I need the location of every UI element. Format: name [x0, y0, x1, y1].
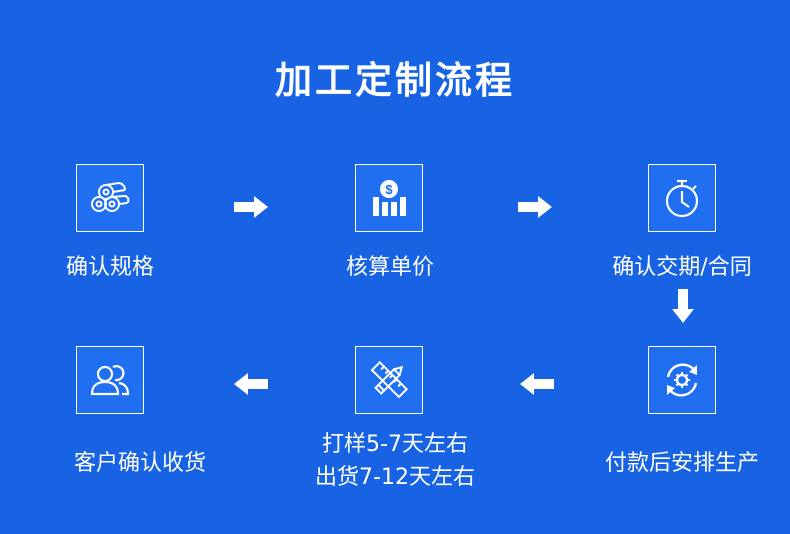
step-4-box: [648, 346, 716, 414]
step-3-box: [648, 164, 716, 232]
ruler-pencil-icon: [370, 360, 409, 399]
step-1-box: [76, 164, 144, 232]
arrow-right-icon: [234, 196, 268, 218]
price-chart-icon: $: [373, 180, 406, 216]
step-5-box: [355, 346, 423, 414]
arrow-right-icon: [518, 196, 552, 218]
step-5-label: 打样5-7天左右 出货7-12天左右: [290, 428, 500, 494]
arrow-left-icon: [520, 373, 554, 395]
page-title: 加工定制流程: [275, 59, 515, 102]
svg-text:$: $: [385, 182, 393, 197]
customers-icon: [90, 365, 130, 396]
production-cycle-icon: [666, 363, 698, 397]
step-5-label-line-1: 打样5-7天左右: [322, 432, 468, 457]
step-6-box: [76, 346, 144, 414]
step-4-label: 付款后安排生产: [604, 451, 759, 476]
step-6-label: 客户确认收货: [73, 451, 206, 476]
material-rolls-icon: [91, 182, 130, 212]
arrow-down-icon: [672, 289, 694, 323]
step-2-box: $: [355, 164, 423, 232]
step-3-label: 确认交期/合同: [612, 255, 752, 280]
step-5-label-line-2: 出货7-12天左右: [315, 465, 475, 490]
step-2-label: 核算单价: [345, 255, 434, 280]
arrow-left-icon: [234, 373, 268, 395]
step-1-label: 确认规格: [65, 255, 154, 280]
stopwatch-icon: [665, 179, 699, 218]
